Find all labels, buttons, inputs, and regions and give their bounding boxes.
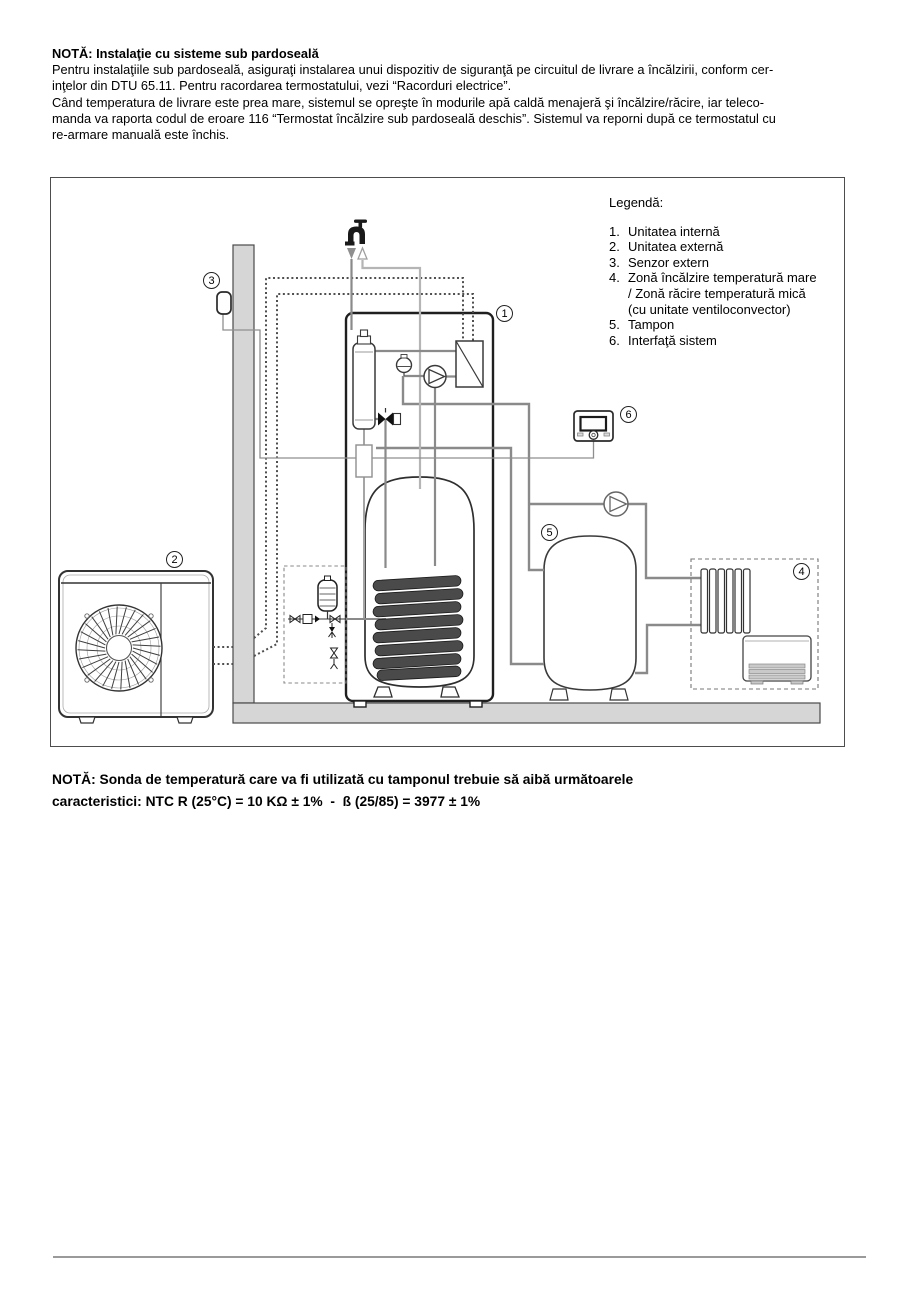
three-way-valve-icon <box>378 412 386 426</box>
legend-item-1: 1. Unitatea internă <box>609 223 720 239</box>
system-interface-icon <box>573 410 614 442</box>
callout-3: 3 <box>203 272 220 289</box>
footer-divider <box>53 1256 866 1258</box>
callout-5: 5 <box>541 524 558 541</box>
hot-out-arrow-icon <box>357 246 368 260</box>
water-pipes <box>376 376 701 675</box>
outdoor-unit <box>58 570 214 724</box>
refrigerant-lines <box>213 277 474 665</box>
coil-heat-exchanger <box>372 575 464 681</box>
callout-4: 4 <box>793 563 810 580</box>
filter-vessel-icon <box>352 342 376 430</box>
buffer-tank <box>543 535 637 701</box>
fan-coil-unit <box>742 635 812 685</box>
tap-icon <box>345 219 367 246</box>
note-top-body: Pentru instalaţiile sub pardoseală, asig… <box>52 62 776 143</box>
legend: Legendă: 1. Unitatea internă 2. Unitatea… <box>609 195 839 348</box>
legend-item-3: 3. Senzor extern <box>609 254 709 270</box>
legend-title: Legendă: <box>609 195 664 210</box>
legend-item-2: 2. Unitatea externă <box>609 239 724 255</box>
note-bottom: NOTĂ: Sonda de temperatură care va fi ut… <box>52 772 634 809</box>
legend-item-6: 6. Interfaţă sistem <box>609 332 717 348</box>
flow-arrows <box>347 246 368 260</box>
circulation-pump <box>603 491 629 517</box>
wall-and-floor <box>232 244 821 724</box>
legend-item-5: 5. Tampon <box>609 317 675 333</box>
callout-6: 6 <box>620 406 637 423</box>
callout-2: 2 <box>166 551 183 568</box>
diagram-canvas <box>58 219 821 724</box>
control-box <box>355 444 373 478</box>
outdoor-sensor-icon <box>216 291 232 315</box>
legend-item-4: 4. Zonă încălzire temperatură mare / Zon… <box>609 270 817 317</box>
radiator-icon <box>700 568 751 634</box>
unit-internals <box>352 329 484 430</box>
control-lines <box>222 313 595 459</box>
installation-diagram: Legendă: 1. Unitatea internă 2. Unitatea… <box>50 177 845 747</box>
callout-1: 1 <box>496 305 513 322</box>
note-top: NOTĂ: Instalaţie cu sisteme sub pardosea… <box>52 46 876 143</box>
expansion-kit <box>283 565 347 684</box>
note-top-title: NOTĂ: Instalaţie cu sisteme sub pardosea… <box>52 46 319 61</box>
cold-in-arrow-icon <box>347 248 356 259</box>
air-vent-icon <box>395 356 413 374</box>
